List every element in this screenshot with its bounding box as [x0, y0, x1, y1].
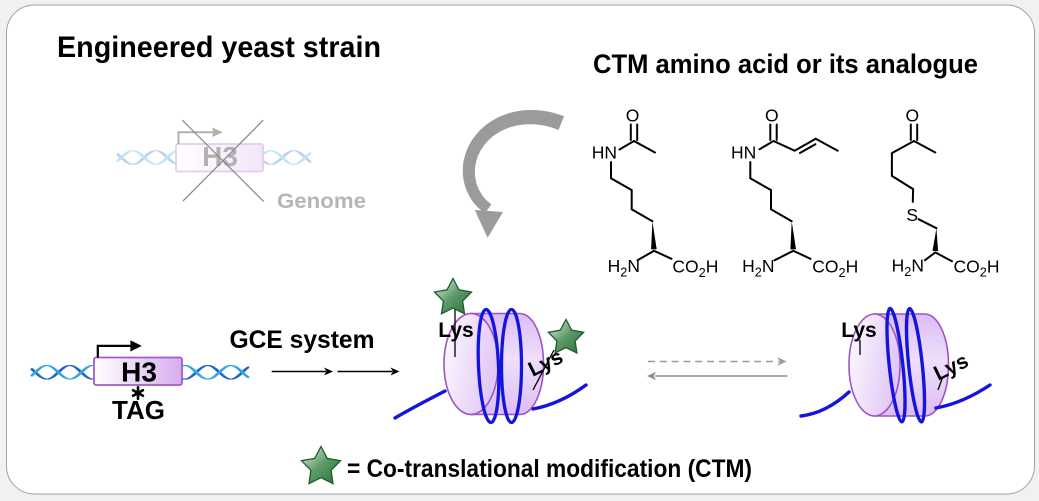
svg-text:HN: HN: [731, 143, 756, 163]
svg-text:H2N: H2N: [742, 256, 774, 279]
svg-text:S: S: [906, 205, 918, 225]
svg-text:H2N: H2N: [892, 256, 924, 279]
svg-text:TAG: TAG: [112, 395, 165, 425]
svg-text:CO2H: CO2H: [812, 257, 858, 280]
svg-text:= Co-translational modificatio: = Co-translational modification (CTM): [347, 455, 752, 483]
svg-text:HN: HN: [592, 143, 617, 163]
svg-text:H3: H3: [121, 357, 157, 388]
svg-text:Lys: Lys: [438, 319, 473, 342]
svg-text:O: O: [905, 106, 919, 126]
svg-text:H2N: H2N: [608, 256, 640, 279]
svg-text:CO2H: CO2H: [954, 256, 1000, 279]
svg-text:O: O: [626, 106, 640, 126]
svg-text:Lys: Lys: [841, 319, 876, 342]
svg-text:GCE system: GCE system: [230, 326, 375, 354]
svg-text:O: O: [765, 106, 779, 126]
svg-text:CO2H: CO2H: [672, 257, 718, 280]
svg-text:CTM amino acid or its analogue: CTM amino acid or its analogue: [593, 49, 978, 79]
svg-text:Genome: Genome: [277, 190, 366, 213]
svg-text:Engineered yeast strain: Engineered yeast strain: [57, 31, 381, 64]
